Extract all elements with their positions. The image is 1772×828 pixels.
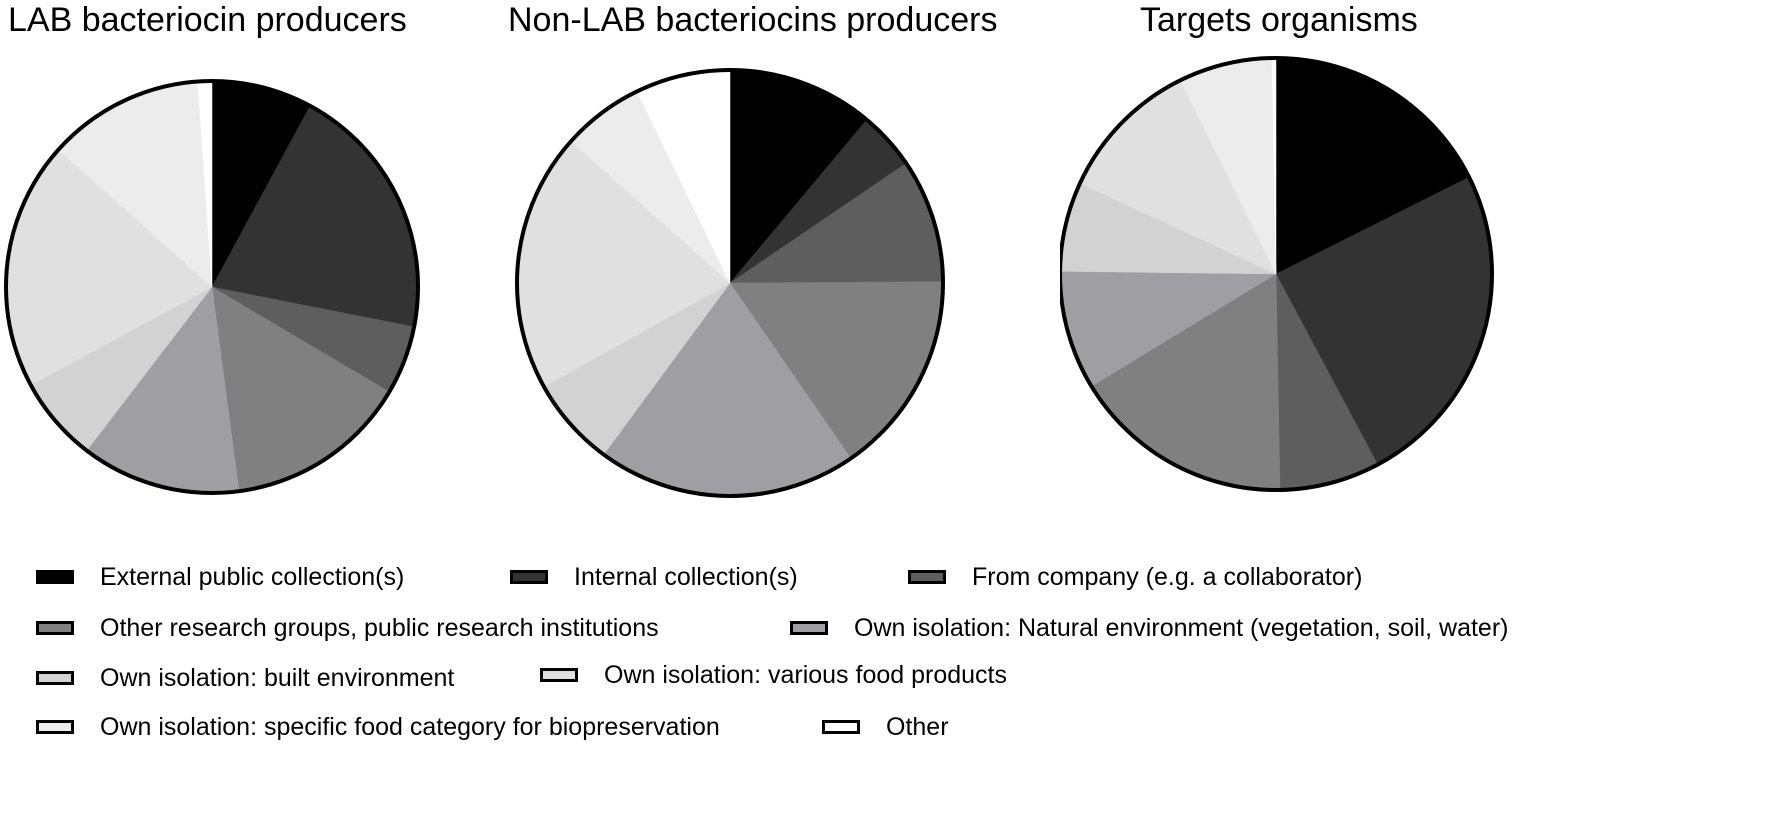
legend-swatch [822, 720, 860, 734]
legend-item: Other research groups, public research i… [36, 613, 659, 643]
legend-item: Own isolation: Natural environment (vege… [790, 613, 1508, 643]
legend-item: Internal collection(s) [510, 562, 798, 592]
pie-outline [4, 79, 420, 495]
legend-item: Own isolation: various food products [540, 660, 1007, 690]
legend-swatch [908, 570, 946, 584]
legend-label: Internal collection(s) [574, 563, 798, 591]
legend-swatch [36, 720, 74, 734]
legend-label: Other [886, 713, 949, 741]
pie-chart-target-organisms: Targets organisms [1060, 0, 1650, 570]
pie-chart-non-lab-producers: Non-LAB bacteriocins producers [505, 0, 1095, 570]
legend-item: External public collection(s) [36, 562, 404, 592]
legend-swatch [790, 621, 828, 635]
legend-item: Own isolation: specific food category fo… [36, 712, 720, 742]
legend-swatch [36, 621, 74, 635]
pie-chart-svg [515, 68, 945, 498]
legend-label: Own isolation: various food products [604, 661, 1007, 689]
legend-swatch [510, 570, 548, 584]
chart-title: Targets organisms [1140, 1, 1418, 39]
legend-label: Own isolation: built environment [100, 664, 455, 692]
legend-label: Own isolation: Natural environment (vege… [854, 614, 1509, 642]
pie-chart-lab-producers: LAB bacteriocin producers [0, 0, 590, 570]
legend-label: Own isolation: specific food category fo… [100, 713, 720, 741]
legend-label: External public collection(s) [100, 563, 405, 591]
pie-outline [515, 68, 945, 498]
legend-swatch [36, 671, 74, 685]
pie-outline [1060, 56, 1494, 492]
legend-label: From company (e.g. a collaborator) [972, 563, 1363, 591]
pie-chart-svg [4, 79, 420, 495]
legend-item: Other [822, 712, 949, 742]
legend-item: From company (e.g. a collaborator) [908, 562, 1362, 592]
legend-item: Own isolation: built environment [36, 663, 454, 693]
legend-swatch [36, 570, 74, 584]
chart-title: LAB bacteriocin producers [8, 1, 407, 39]
legend: External public collection(s) Internal c… [0, 563, 1772, 828]
legend-label: Other research groups, public research i… [100, 614, 659, 642]
legend-swatch [540, 668, 578, 682]
pie-chart-svg [1060, 56, 1494, 492]
chart-title: Non-LAB bacteriocins producers [508, 1, 998, 39]
